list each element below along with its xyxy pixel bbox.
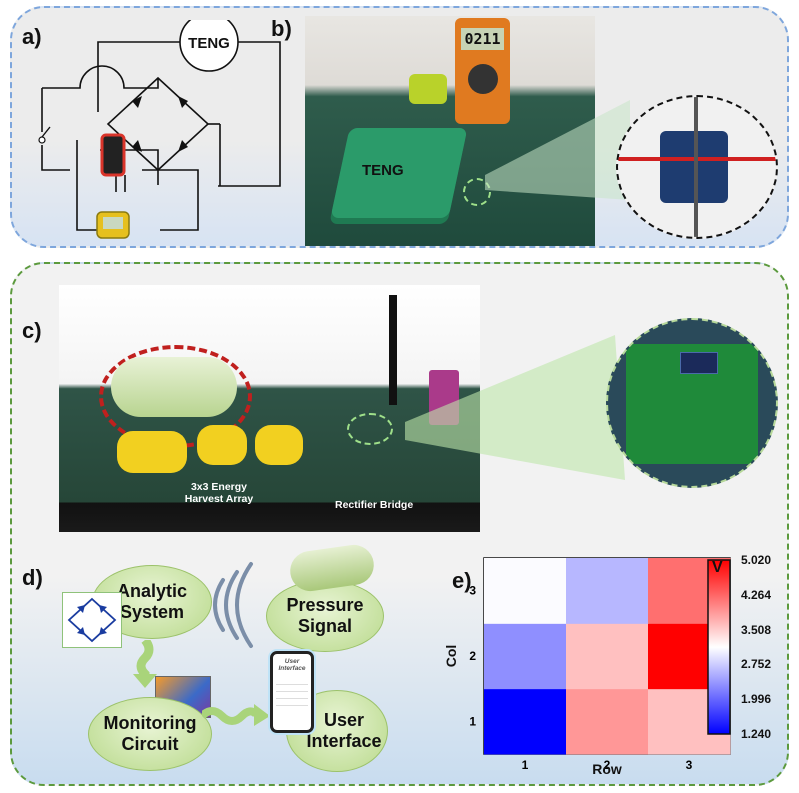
panel-label-e: e) (452, 568, 472, 593)
wireless-signal-icon (213, 562, 253, 648)
phone-icon: User Interface (270, 651, 314, 733)
pressure-roller (111, 357, 237, 417)
phone-title-line2: Interface (278, 665, 306, 672)
timer-photo (409, 74, 447, 104)
zoom-beam-b (485, 100, 630, 200)
wavy-arrow-down (133, 640, 157, 688)
teng-circle-label: TENG (188, 35, 230, 52)
heatmap-cell-row2-col2 (566, 623, 649, 690)
user-line2: Interface (306, 731, 382, 751)
panel-label-c: c) (22, 318, 42, 343)
monitoring-line2: Circuit (121, 734, 179, 754)
pressure-line1: Pressure (286, 595, 364, 615)
panel-label-a: a) (22, 24, 42, 49)
monitoring-line1: Monitoring (103, 713, 197, 733)
colorbar-tick-label: 1.240 (741, 727, 772, 741)
panel-label-b: b) (271, 16, 292, 41)
harvester-3 (255, 425, 303, 465)
array-label: 3x3 Energy Harvest Array (159, 481, 279, 505)
colorbar (707, 559, 731, 735)
colorbar-tick-label: 1.996 (741, 692, 772, 707)
harvester-2 (197, 425, 247, 465)
multimeter: 0211 (455, 18, 510, 124)
zoom-beam-c (405, 335, 625, 480)
y-tick-label: 1 (469, 714, 476, 728)
heatmap-cell-row1-col1 (484, 688, 567, 755)
switch-device (100, 133, 126, 177)
rectifier-icon (62, 592, 122, 648)
oled-display (680, 352, 718, 374)
panel-label-d: d) (22, 565, 43, 590)
heatmap-cell-row1-col2 (484, 623, 567, 690)
colorbar-tick-label: 4.264 (741, 587, 772, 602)
teng-device-label: TENG (362, 162, 404, 179)
colorbar-tick-label: 5.020 (741, 553, 772, 567)
x-tick-label: 2 (604, 758, 611, 772)
heatmap-cell-row1-col3 (484, 558, 567, 624)
x-axis-label: Row (592, 761, 622, 777)
analytic-line2: System (119, 602, 185, 622)
rectifier-label: Rectifier Bridge (335, 499, 414, 511)
phone-title-line1: User (284, 658, 300, 665)
heatmap-cell-row2-col1 (566, 688, 649, 755)
zoom-circle-c (606, 318, 778, 488)
array-label-line2: Harvest Array (184, 493, 254, 505)
meter-display: 0211 (461, 28, 504, 50)
phone-stand (389, 295, 397, 405)
pressure-line2: Signal (297, 616, 352, 636)
heatmap-cell-row2-col3 (566, 558, 649, 624)
y-tick-label: 3 (469, 584, 476, 598)
colorbar-label: V (712, 559, 723, 576)
x-tick-label: 1 (522, 758, 529, 772)
zoom-circle-b (616, 95, 778, 239)
array-label-line1: 3x3 Energy (190, 481, 248, 493)
user-line1: User (323, 710, 364, 730)
wavy-arrow-right (202, 704, 270, 726)
photo-c: 3x3 Energy Harvest Array Rectifier Bridg… (59, 285, 480, 532)
y-tick-label: 2 (469, 649, 476, 663)
circuit-diagram: TENG (38, 20, 281, 239)
colorbar-tick-label: 3.508 (741, 622, 772, 637)
harvester-1 (117, 431, 187, 473)
colorbar-tick-label: 2.752 (741, 657, 772, 672)
x-tick-label: 3 (686, 758, 693, 772)
analytic-line1: Analytic (116, 581, 188, 601)
y-axis-label: Col (443, 645, 459, 668)
